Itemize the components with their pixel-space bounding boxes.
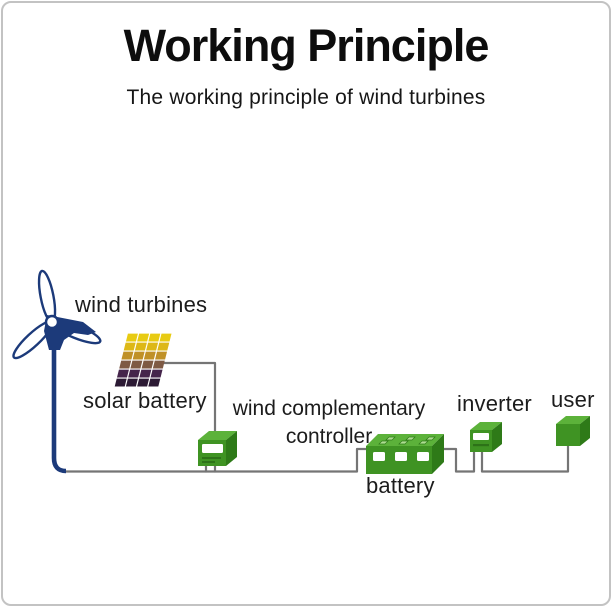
label-wind-turbines: wind turbines <box>75 292 208 317</box>
solar-panel <box>114 333 172 387</box>
turbine-pole <box>51 344 67 474</box>
controller-box <box>198 431 237 466</box>
inverter-slot <box>473 444 489 447</box>
user-side-face <box>580 416 590 446</box>
label-user: user <box>551 387 595 412</box>
solar-panel-row-5 <box>116 369 163 378</box>
controller-vent-2 <box>202 461 215 463</box>
label-controller: wind complementary controller <box>226 395 432 451</box>
header: Working Principle The working principle … <box>0 20 612 110</box>
controller-screen <box>202 444 223 453</box>
page-title: Working Principle <box>123 20 490 71</box>
label-controller-line1: wind complementary <box>232 397 426 420</box>
solar-panel-row-1 <box>125 333 172 342</box>
solar-panel-row-3 <box>121 351 168 360</box>
label-battery: battery <box>366 473 435 498</box>
label-solar-battery: solar battery <box>83 388 207 413</box>
battery-cell-windows <box>373 452 429 461</box>
wire-bus-turbine-to-battery <box>62 447 369 473</box>
solar-panel-row-2 <box>123 342 170 351</box>
wire-inverter-to-user <box>480 444 570 473</box>
user-box <box>556 416 590 446</box>
inverter-side-face <box>492 422 502 452</box>
turbine-hub <box>44 314 60 330</box>
wire-battery-to-inverter <box>441 447 476 473</box>
battery-side-face <box>432 434 444 474</box>
solar-panel-row-4 <box>119 360 165 369</box>
page-subtitle: The working principle of wind turbines <box>126 85 486 109</box>
wires <box>62 361 570 473</box>
controller-side-face <box>226 431 237 466</box>
inverter-display <box>473 433 489 440</box>
inverter-top-face <box>470 422 502 430</box>
label-controller-line2: controller <box>285 425 373 448</box>
controller-top-face <box>198 431 237 440</box>
battery-terminals <box>378 436 436 445</box>
user-top-face <box>556 416 590 424</box>
label-inverter: inverter <box>457 391 532 416</box>
wind-turbine <box>12 269 102 474</box>
wire-solar-to-controller <box>162 361 217 433</box>
controller-vent-1 <box>202 457 221 459</box>
user-front-face <box>556 424 580 446</box>
battery-box <box>366 434 444 474</box>
solar-panel-row-6 <box>114 378 161 387</box>
inverter-box <box>470 422 502 452</box>
